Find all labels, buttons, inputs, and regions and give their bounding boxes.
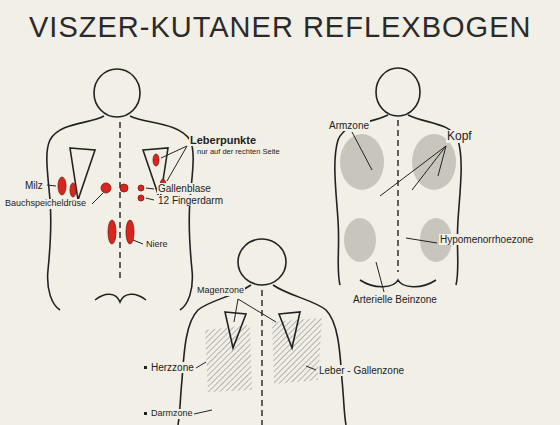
spine-line (397, 120, 398, 272)
title: VISZER-KUTANER REFLEXBOGEN (29, 12, 531, 44)
body-outline (238, 239, 286, 285)
body-outline (335, 68, 461, 287)
leader-line (196, 362, 206, 368)
zone-label: 12 Fingerdarm (157, 195, 224, 206)
leader-line (146, 188, 154, 189)
reflex-point (126, 220, 134, 244)
zone-label: Armzone (328, 120, 370, 131)
leader-line (167, 146, 187, 181)
reflex-point (108, 220, 116, 244)
reflex-point (70, 183, 76, 197)
zone-label: nur auf der rechten Seite (196, 148, 281, 156)
zone-label: Gallenblase (157, 183, 212, 194)
leader-line (438, 146, 446, 176)
zone-label: Darmzone (150, 409, 194, 419)
leader-line (412, 146, 446, 190)
zone-label: Bauchspeicheldrüse (4, 199, 87, 209)
zone-label: Milz (24, 180, 44, 191)
body-outline (47, 116, 104, 310)
body-outline (178, 239, 346, 425)
reflex-point (153, 154, 159, 166)
reflex-point (101, 183, 111, 193)
leader-line (194, 299, 316, 414)
zone-shading (205, 325, 252, 392)
body-outline (94, 69, 140, 117)
body-outline (225, 312, 246, 348)
body-outline (178, 285, 251, 425)
marker (144, 366, 147, 369)
spine-line (261, 290, 262, 425)
marker (144, 412, 147, 415)
marker (144, 366, 147, 415)
leader-line (47, 185, 56, 186)
body-outline (376, 68, 420, 116)
leader-line (133, 240, 143, 244)
leader-line (380, 146, 446, 196)
zone-label: Leberpunkte (189, 134, 257, 146)
leader-line (406, 238, 437, 243)
zone-label: Leber - Gallenzone (318, 365, 405, 376)
zone-shading (205, 318, 322, 392)
leader-line (238, 299, 276, 322)
zone-shading (344, 218, 376, 262)
zone-shading (340, 134, 384, 190)
leader-line (234, 299, 238, 322)
body-outline (130, 116, 193, 310)
zone-label: Herzzone (150, 362, 195, 373)
leader-line (92, 193, 103, 204)
zone-label: Arterielle Beinzone (352, 294, 438, 305)
body-outline (279, 312, 300, 348)
reflex-point (58, 177, 66, 195)
zone-label: Hypomenorrhoezone (439, 234, 534, 245)
leader-line (194, 410, 212, 414)
reflex-point (120, 184, 128, 192)
body-outline (335, 115, 388, 285)
leader-line (352, 132, 372, 170)
zone-label: Niere (145, 240, 169, 250)
spine-line (119, 122, 120, 282)
body-outline (360, 280, 436, 287)
body-outline (70, 148, 95, 200)
body-outline (95, 294, 146, 302)
leader-line (146, 198, 154, 200)
reflex-point (138, 185, 144, 191)
leader-line (376, 262, 384, 292)
zone-label: Kopf (446, 130, 473, 143)
zone-label: Magenzone (196, 286, 245, 296)
reflex-point (138, 195, 144, 201)
leader-line (306, 366, 316, 370)
leader-line (352, 132, 446, 292)
body-outline (273, 285, 346, 425)
